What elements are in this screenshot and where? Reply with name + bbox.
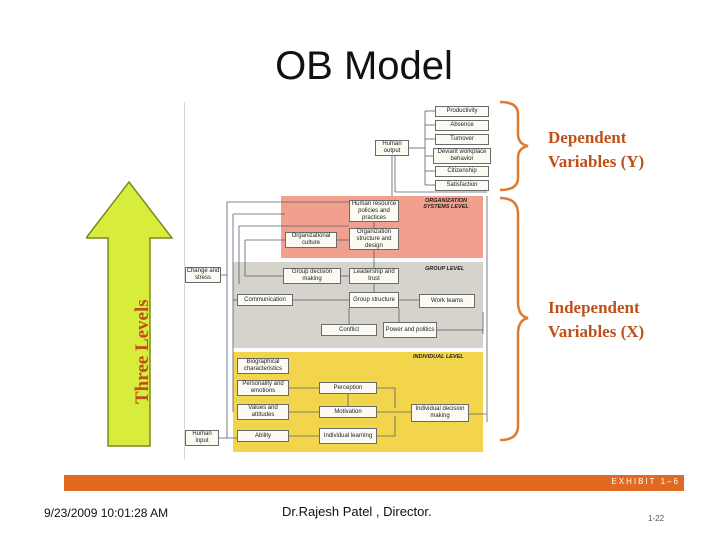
communication-box: Communication bbox=[237, 294, 293, 306]
motivation-box: Motivation bbox=[319, 406, 377, 418]
biographical-box: Biographical characteristics bbox=[237, 358, 289, 374]
dependent-line1: Dependent bbox=[548, 128, 627, 147]
three-levels-arrow bbox=[86, 180, 174, 447]
values-attitudes-box: Values and attitudes bbox=[237, 404, 289, 420]
output-turnover: Turnover bbox=[435, 134, 489, 145]
output-absence: Absence bbox=[435, 120, 489, 131]
output-citizenship: Citizenship bbox=[435, 166, 489, 177]
human-output-box: Human output bbox=[375, 140, 409, 156]
dependent-line2: Variables (Y) bbox=[548, 152, 645, 171]
group-structure-box: Group structure bbox=[349, 292, 399, 308]
hr-policies-box: Human resource policies and practices bbox=[349, 200, 399, 222]
human-input-box: Human input bbox=[185, 430, 219, 446]
ability-box: Ability bbox=[237, 430, 289, 442]
slide-number: 1-22 bbox=[648, 514, 665, 523]
ob-diagram-panel: Productivity Absence Turnover Deviant wo… bbox=[184, 102, 497, 460]
dependent-variables-label: Dependent Variables (Y) bbox=[548, 126, 644, 174]
individual-level-title: INDIVIDUAL LEVEL bbox=[413, 354, 464, 360]
power-politics-box: Power and politics bbox=[383, 322, 437, 338]
exhibit-label: EXHIBIT 1–6 bbox=[611, 477, 680, 486]
personality-box: Personality and emotions bbox=[237, 380, 289, 396]
org-structure-box: Organization structure and design bbox=[349, 228, 399, 250]
individual-decision-box: Individual decision making bbox=[411, 404, 469, 422]
org-level-title: ORGANIZATION SYSTEMS LEVEL bbox=[423, 198, 469, 210]
output-deviant-behavior: Deviant workplace behavior bbox=[433, 148, 491, 164]
exhibit-bar bbox=[64, 475, 684, 491]
connector-lines bbox=[219, 110, 488, 439]
work-teams-box: Work teams bbox=[419, 294, 475, 308]
individual-learning-box: Individual learning bbox=[319, 428, 377, 444]
perception-box: Perception bbox=[319, 382, 377, 394]
conflict-box: Conflict bbox=[321, 324, 377, 336]
independent-line2: Variables (X) bbox=[548, 322, 645, 341]
variable-brackets bbox=[499, 100, 529, 442]
output-productivity: Productivity bbox=[435, 106, 489, 117]
change-stress-box: Change and stress bbox=[185, 267, 221, 283]
group-level-title: GROUP LEVEL bbox=[425, 266, 465, 272]
three-levels-label: Three Levels bbox=[132, 299, 153, 404]
org-culture-box: Organizational culture bbox=[285, 232, 337, 248]
footer-credit: Dr.Rajesh Patel , Director. bbox=[282, 504, 432, 519]
output-satisfaction: Satisfaction bbox=[435, 180, 489, 191]
slide-title: OB Model bbox=[275, 44, 453, 88]
leadership-box: Leadership and trust bbox=[349, 268, 399, 284]
independent-variables-label: Independent Variables (X) bbox=[548, 296, 644, 344]
independent-line1: Independent bbox=[548, 298, 640, 317]
footer-date: 9/23/2009 10:01:28 AM bbox=[44, 506, 169, 520]
group-decision-box: Group decision making bbox=[283, 268, 341, 284]
